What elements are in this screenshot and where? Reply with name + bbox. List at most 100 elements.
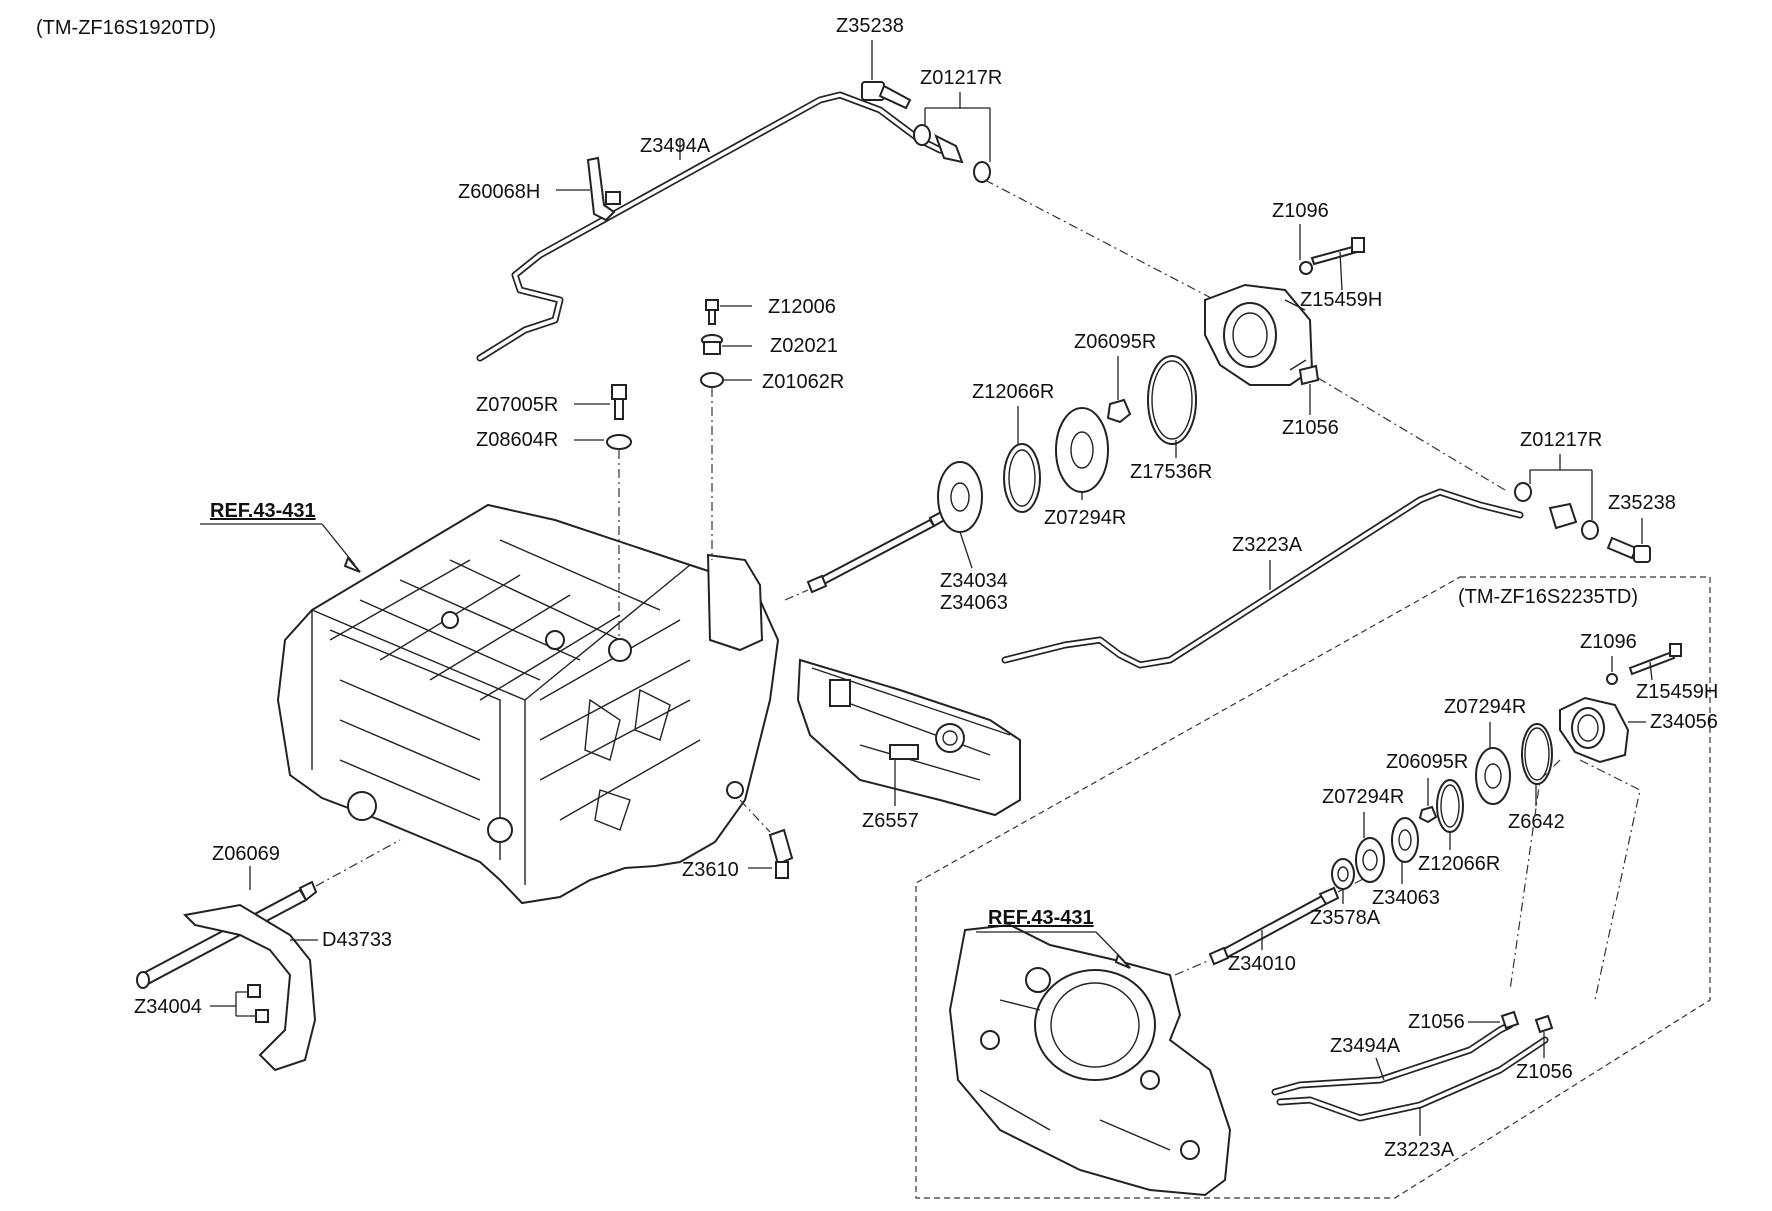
ref-label-main: REF.43-431: [210, 500, 316, 522]
washer-z08604r: [606, 434, 632, 450]
transmission-housing: [276, 503, 780, 905]
nut-z06095r-top: [1106, 398, 1132, 424]
piston-z34063-sub: [1391, 817, 1419, 863]
piston-z34034: [937, 461, 983, 533]
callout-z1056-sub2: Z1056: [1516, 1061, 1573, 1083]
callout-z17536r: Z17536R: [1130, 461, 1212, 483]
shift-fork-d43733: [182, 903, 317, 1072]
callout-z3494a-sub: Z3494A: [1330, 1035, 1401, 1057]
banjo-bolt-z35238-right: [1606, 536, 1651, 563]
callout-z06095r-sub: Z06095R: [1386, 751, 1468, 773]
nut-z1056-sub2: [1534, 1014, 1554, 1034]
leader-z34034: [959, 531, 973, 569]
cylinder-cover-top: [1204, 283, 1314, 386]
assembly-line-top-pipe: [984, 179, 1216, 301]
washer-z07294r-sub1: [1475, 747, 1511, 805]
bolt-z15459h-top: [1310, 237, 1365, 266]
ref-main-leader: [200, 523, 356, 566]
callout-z34034: Z34034: [940, 570, 1008, 592]
callout-z06095r-top: Z06095R: [1074, 331, 1156, 353]
callout-z34004: Z34004: [134, 996, 202, 1018]
callout-z3610: Z3610: [682, 859, 739, 881]
ref-label-sub: REF.43-431: [988, 907, 1094, 929]
washer-z01062r: [700, 372, 724, 388]
callout-z3578a: Z3578A: [1310, 907, 1381, 929]
nut-z1056-sub1: [1500, 1010, 1520, 1030]
callout-z34010: Z34010: [1228, 953, 1296, 975]
callout-z35238-right: Z35238: [1608, 492, 1676, 514]
plug-z02021: [701, 334, 723, 355]
callout-z07294r-sub2: Z07294R: [1322, 786, 1404, 808]
callout-z02021: Z02021: [770, 335, 838, 357]
assembly-line-rod: [315, 839, 401, 887]
callout-z34056: Z34056: [1650, 711, 1718, 733]
ring-z17536r: [1147, 355, 1197, 445]
callout-z3223a-top: Z3223A: [1232, 534, 1303, 556]
sensor-z3610: [768, 828, 794, 879]
seal-z3578a: [1331, 858, 1355, 890]
bolt-z15459h-sub: [1628, 643, 1682, 676]
washer-z01217r-right-a: [1514, 482, 1532, 502]
callout-z01217r-right: Z01217R: [1520, 429, 1602, 451]
leader-z01217r-right: [1529, 454, 1593, 520]
valve-body-z6557: [796, 658, 1021, 817]
callout-z6642: Z6642: [1508, 811, 1565, 833]
leader-z34004: [210, 991, 256, 1017]
callout-z34063-sub: Z34063: [1372, 887, 1440, 909]
callout-z12066r-sub: Z12066R: [1418, 853, 1500, 875]
callout-z15459h-top: Z15459H: [1300, 289, 1382, 311]
assembly-line-z3610: [739, 799, 771, 833]
transmission-housing-sub: [948, 923, 1232, 1197]
pipe-z3223a-main: [1001, 488, 1524, 669]
shaft-z34010: [1208, 886, 1340, 966]
banjo-fitting-right: [1548, 502, 1578, 530]
leader-z01217r-top: [924, 92, 991, 162]
callout-d43733: D43733: [322, 929, 392, 951]
assembly-line-sub-cover-2: [1509, 759, 1561, 991]
sub-assembly-boundary: [915, 576, 1711, 1199]
callout-z6557: Z6557: [862, 810, 919, 832]
banjo-bolt-z35238-top: [861, 81, 912, 110]
callout-z15459h-sub: Z15459H: [1636, 681, 1718, 703]
callout-z35238-top: Z35238: [836, 15, 904, 37]
callout-z06069: Z06069: [212, 843, 280, 865]
callout-z3494a: Z3494A: [640, 135, 711, 157]
seal-z12066r-top: [1003, 443, 1041, 513]
ref-sub-arrow: [1114, 953, 1131, 969]
assembly-line-cover-right: [1317, 377, 1506, 491]
callout-z07005r: Z07005R: [476, 394, 558, 416]
washer-z01217r-top: [913, 124, 991, 183]
callout-z1096-sub: Z1096: [1580, 631, 1637, 653]
callout-z1056-sub1: Z1056: [1408, 1011, 1465, 1033]
pipe-z3494a-sub: [1271, 1021, 1514, 1096]
pipe-z3494a: [476, 91, 944, 362]
clip-z60068h: [586, 156, 621, 222]
leader-z15459h-top: [1339, 251, 1343, 291]
cylinder-cover-z34056: [1559, 696, 1630, 764]
ring-z6642: [1521, 723, 1553, 785]
sensor-z07005r: [611, 384, 627, 420]
leader-z3494a-sub: [1375, 1057, 1385, 1081]
nut-z06095r-sub: [1418, 805, 1438, 824]
washer-z07294r-sub2: [1355, 837, 1385, 883]
callout-z3223a-sub: Z3223A: [1384, 1139, 1455, 1161]
pipe-z3223a-sub: [1276, 1036, 1549, 1122]
leader-z15459h-sub: [1649, 661, 1653, 681]
assembly-line-sub-cover: [1579, 759, 1641, 1001]
nut-z1056-top: [1298, 364, 1320, 386]
washer-z01217r-right-b: [1581, 520, 1599, 540]
callout-z07294r-sub1: Z07294R: [1444, 696, 1526, 718]
shaft-main: [806, 508, 950, 594]
bolt-z12006: [705, 299, 719, 325]
washer-z07294r-top: [1055, 407, 1109, 493]
callout-z1096-top: Z1096: [1272, 200, 1329, 222]
model-label-main: (TM-ZF16S1920TD): [36, 17, 216, 39]
callout-z34063-top: Z34063: [940, 592, 1008, 614]
washer-z1096-sub: [1606, 673, 1618, 685]
callout-z01062r: Z01062R: [762, 371, 844, 393]
bolt-z34004: [247, 984, 269, 1023]
callout-z08604r: Z08604R: [476, 429, 558, 451]
model-label-sub: (TM-ZF16S2235TD): [1458, 586, 1638, 608]
